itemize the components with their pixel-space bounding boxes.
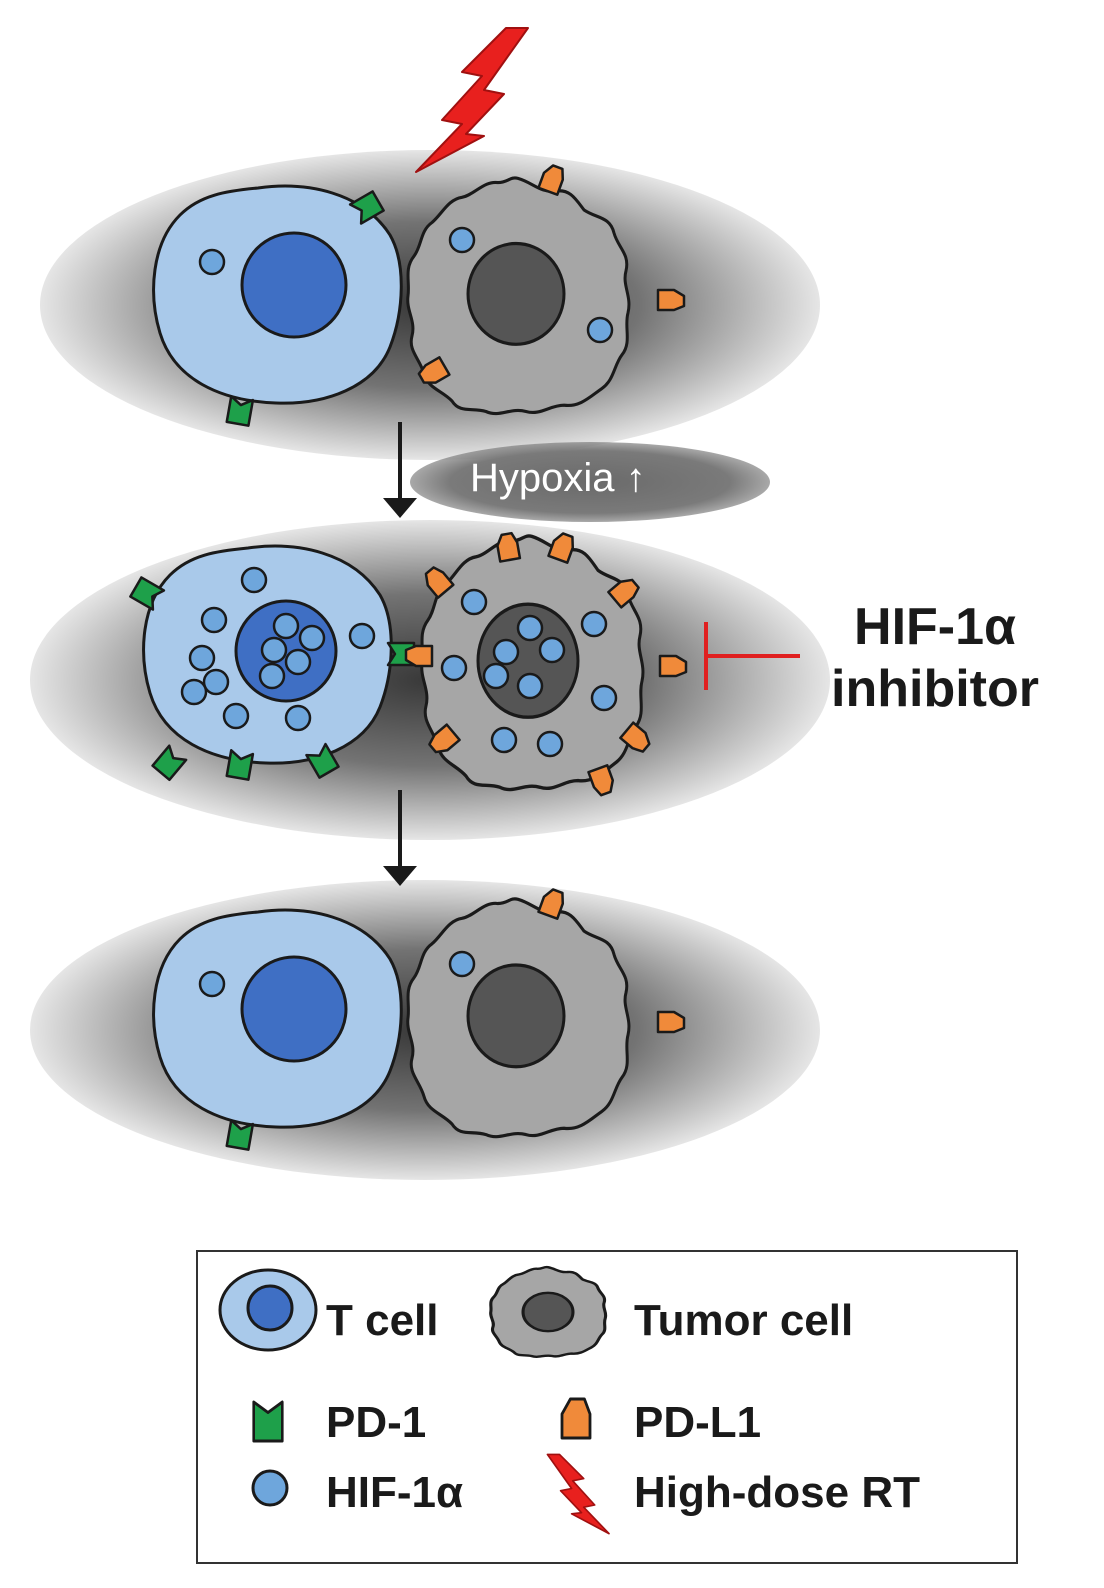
pd-l1-ligand <box>587 764 618 798</box>
increase-arrow-icon: ↑ <box>625 456 646 500</box>
hif-dot <box>460 588 488 616</box>
t-cell-icon <box>218 1268 318 1352</box>
hif-dot <box>180 678 208 706</box>
pd-l1-icon <box>560 1397 592 1440</box>
hypoxia-text: Hypoxia <box>470 456 615 500</box>
hif-dot <box>490 726 518 754</box>
hif-dot <box>202 668 230 696</box>
t-cell-top <box>152 184 403 405</box>
hif-dot <box>188 644 216 672</box>
hif-dot <box>536 730 564 758</box>
hif-dot <box>284 648 312 676</box>
legend-label-high-dose-rt: High-dose RT <box>634 1468 920 1517</box>
legend: T cell Tumor cell PD-1 PD-L1 HIF-1α High… <box>196 1250 1018 1564</box>
hif-dot <box>258 662 286 690</box>
hif-dot <box>198 248 226 276</box>
hypoxia-label: Hypoxia ↑ <box>470 456 750 501</box>
legend-label-hif-1a: HIF-1α <box>326 1468 464 1517</box>
pd-1-receptor <box>151 744 188 782</box>
pd-l1-ligand <box>494 531 522 563</box>
inhibitor-label: HIF-1α inhibitor <box>795 596 1075 720</box>
hif-dot <box>260 636 288 664</box>
lightning-icon <box>546 1453 610 1535</box>
inhibitor-line-2: inhibitor <box>831 660 1039 718</box>
hif-dot <box>440 654 468 682</box>
hif-dot <box>448 950 476 978</box>
hif-dot <box>284 704 312 732</box>
legend-label-pd-l1: PD-L1 <box>634 1398 762 1447</box>
pd-l1-ligand <box>658 654 688 678</box>
legend-label-pd-1: PD-1 <box>326 1398 427 1447</box>
t-cell-bottom <box>152 908 403 1129</box>
hif-dot <box>590 684 618 712</box>
pd-l1-ligand <box>656 1010 686 1034</box>
tumor-cell-middle <box>420 534 645 792</box>
tumor-cell-top <box>406 176 631 416</box>
hif-dot <box>448 226 476 254</box>
hif-dot <box>482 662 510 690</box>
hypoxia-ellipse <box>410 442 770 522</box>
inhibition-line <box>704 622 800 690</box>
hif-dot <box>516 614 544 642</box>
pd-l1-ligand <box>404 644 434 668</box>
hif-dot <box>298 624 326 652</box>
hif-dot <box>586 316 614 344</box>
arrow-down-1 <box>383 422 417 518</box>
arrow-down-2 <box>383 790 417 886</box>
hif-dot <box>538 636 566 664</box>
legend-label-t-cell: T cell <box>326 1296 439 1345</box>
hif-dot <box>222 702 250 730</box>
hif-dot <box>200 606 228 634</box>
inhibitor-line-1: HIF-1α <box>854 598 1016 656</box>
hif-dot <box>240 566 268 594</box>
hif-dot <box>492 638 520 666</box>
tumor-cell-icon <box>489 1265 608 1359</box>
hif-dot <box>272 612 300 640</box>
hif-dot <box>348 622 376 650</box>
hif-dot <box>198 970 226 998</box>
pd-l1-ligand <box>656 288 686 312</box>
hif-dot <box>516 672 544 700</box>
pd-1-receptor <box>225 1119 255 1151</box>
pd-1-receptor <box>225 395 255 427</box>
legend-label-tumor-cell: Tumor cell <box>634 1296 854 1345</box>
pd-1-icon <box>252 1400 284 1443</box>
legend-icons <box>218 1265 610 1535</box>
hif-dot <box>580 610 608 638</box>
lightning-bolt-top <box>415 27 529 173</box>
tumor-cell-bottom <box>406 897 631 1139</box>
hif-1a-icon <box>251 1469 289 1507</box>
